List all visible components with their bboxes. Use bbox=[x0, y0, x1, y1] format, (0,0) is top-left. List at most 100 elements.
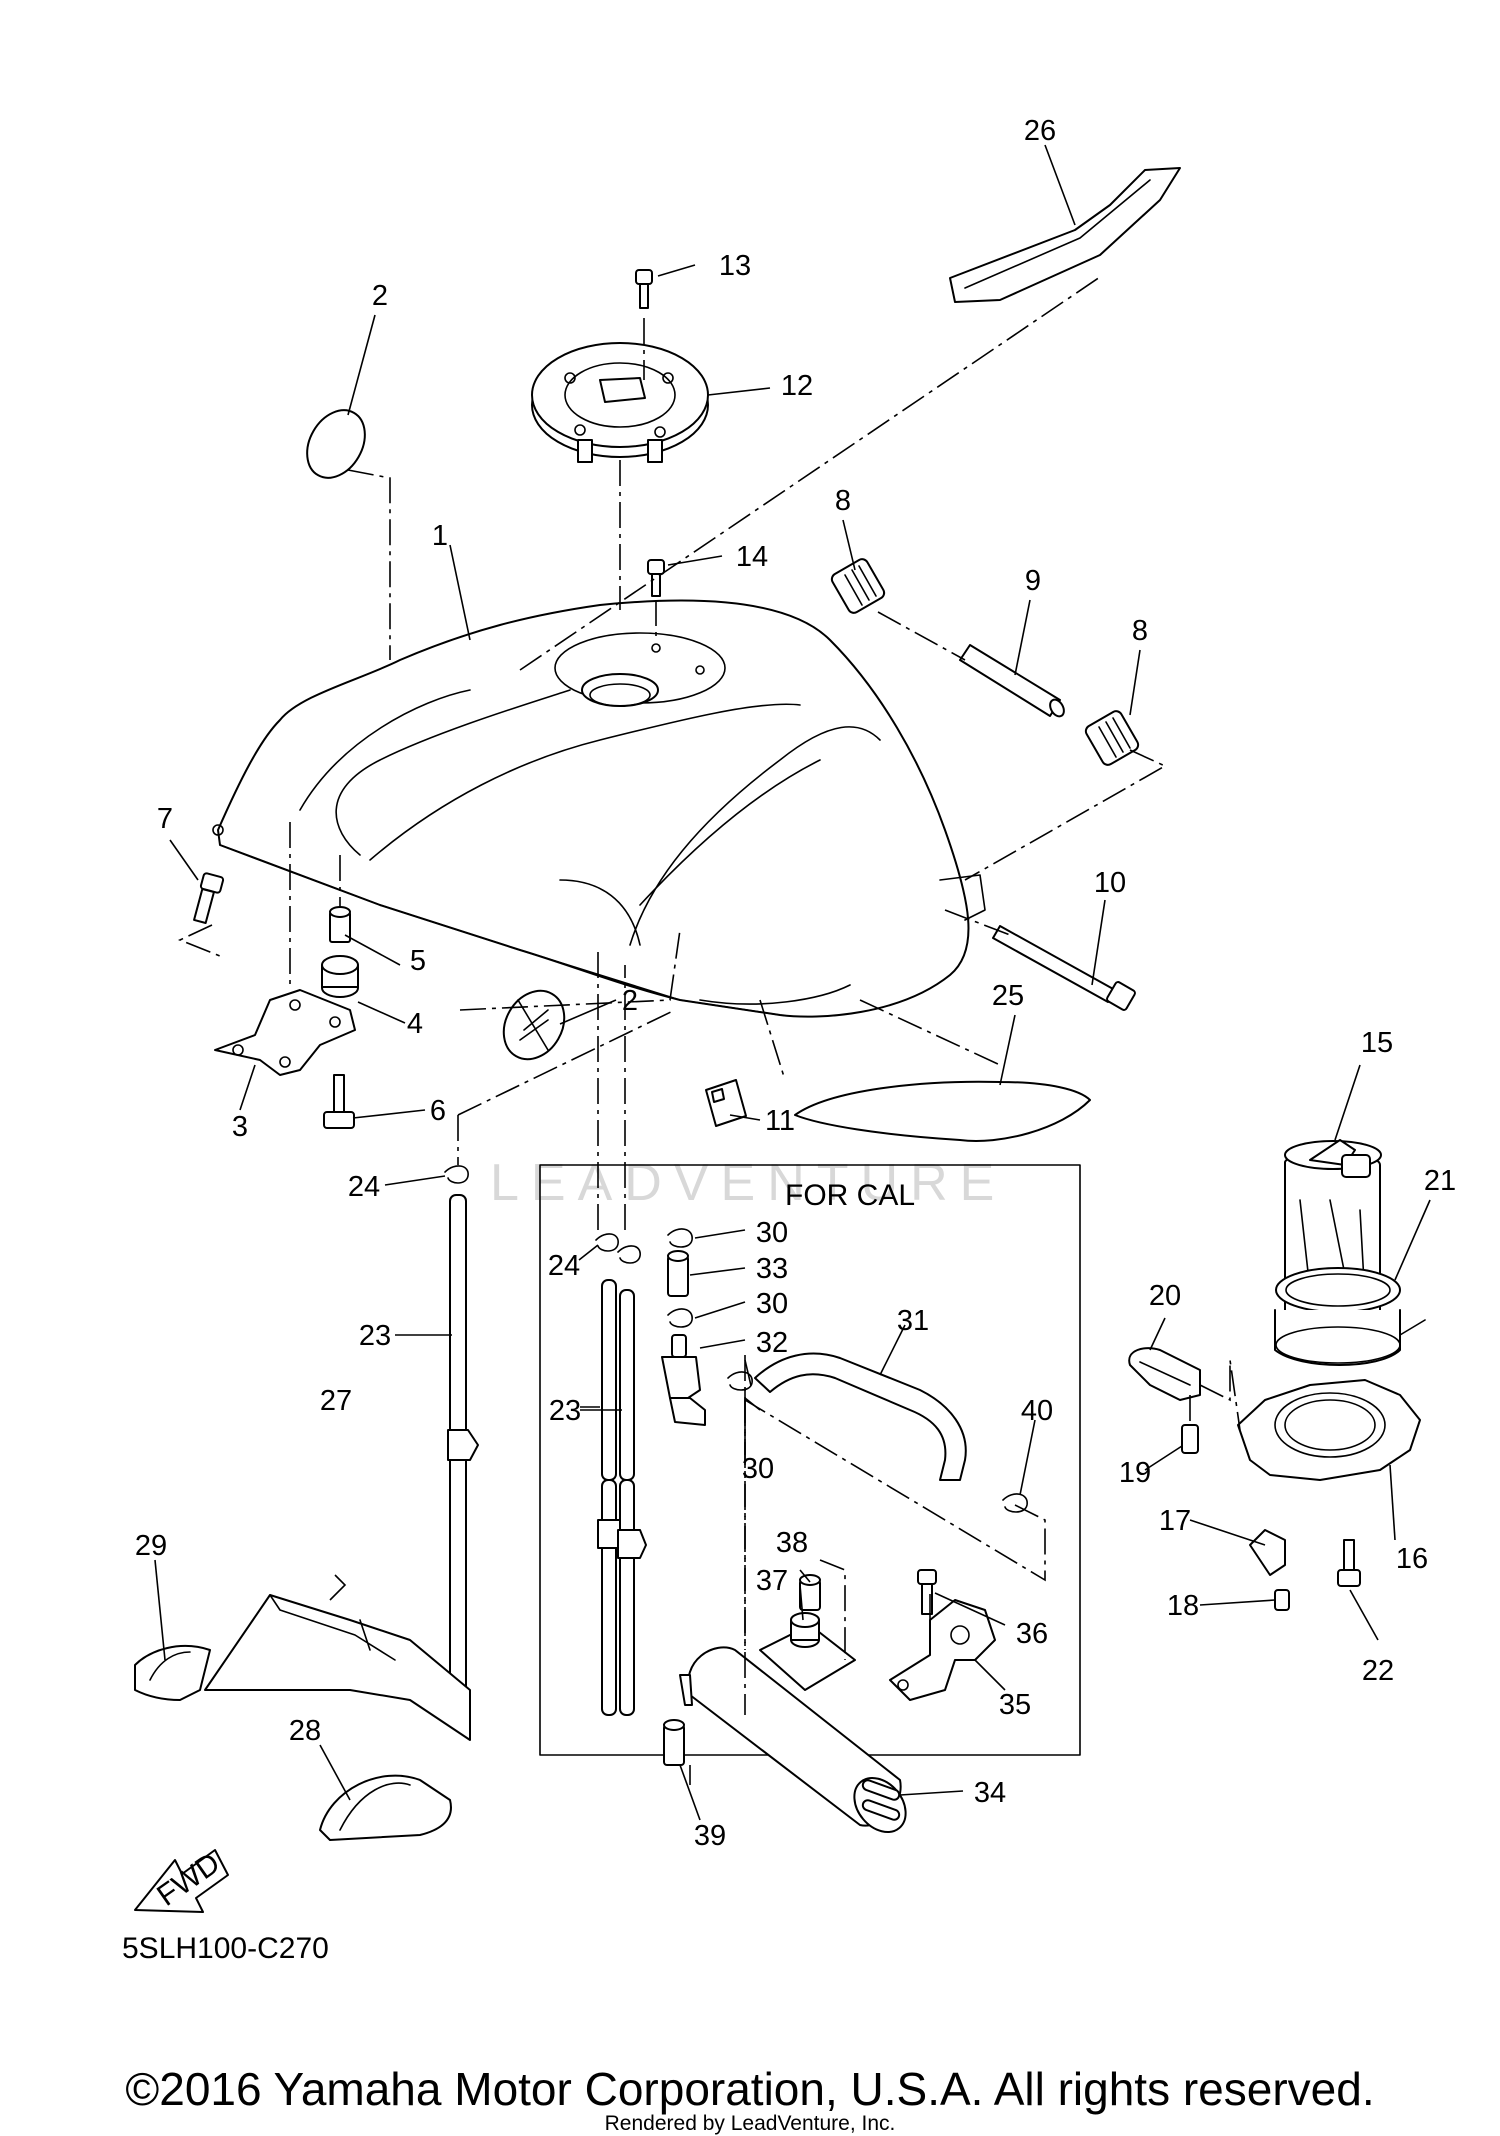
part-26-seal-strip[interactable] bbox=[949, 167, 1181, 303]
callout[interactable]: 22 bbox=[1362, 1655, 1394, 1687]
part-23-hose-inset-b[interactable] bbox=[617, 1289, 647, 1716]
callout[interactable]: 8 bbox=[1132, 615, 1148, 647]
callout[interactable]: 23 bbox=[359, 1320, 391, 1352]
part-34-canister[interactable] bbox=[679, 1624, 916, 1842]
copyright-text: ©2016 Yamaha Motor Corporation, U.S.A. A… bbox=[125, 2063, 1375, 2115]
callout[interactable]: 15 bbox=[1361, 1027, 1393, 1059]
part-30-clamp-c[interactable] bbox=[727, 1371, 753, 1391]
part-40-clamp[interactable] bbox=[1002, 1493, 1028, 1513]
part-8-damper-lower[interactable] bbox=[1084, 709, 1141, 767]
callout[interactable]: 24 bbox=[548, 1250, 580, 1282]
callout[interactable]: 19 bbox=[1119, 1457, 1151, 1489]
part-30-clamp-b[interactable] bbox=[667, 1308, 693, 1328]
callout[interactable]: 16 bbox=[1396, 1543, 1428, 1575]
callout[interactable]: 40 bbox=[1021, 1395, 1053, 1427]
callout[interactable]: 33 bbox=[756, 1253, 788, 1285]
part-8-damper-upper[interactable] bbox=[830, 557, 887, 615]
part-27-cover[interactable] bbox=[204, 1594, 471, 1741]
callout[interactable]: 13 bbox=[719, 250, 751, 282]
callout[interactable]: 38 bbox=[776, 1527, 808, 1559]
part-21-gasket[interactable] bbox=[1274, 1267, 1426, 1366]
callout[interactable]: 3 bbox=[232, 1111, 248, 1143]
for-cal-title: FOR CAL bbox=[785, 1179, 915, 1212]
part-10-bolt[interactable] bbox=[992, 925, 1136, 1011]
part-13-screw[interactable] bbox=[635, 269, 653, 309]
part-38-collar[interactable] bbox=[799, 1574, 821, 1611]
part-29-pad[interactable] bbox=[134, 1644, 211, 1701]
part-37-damper[interactable] bbox=[790, 1612, 820, 1648]
part-22-screw[interactable] bbox=[1337, 1539, 1361, 1587]
part-2-cap-top[interactable] bbox=[295, 400, 376, 488]
callout[interactable]: 12 bbox=[781, 370, 813, 402]
assembly-lines bbox=[177, 276, 1241, 1785]
callout[interactable]: 32 bbox=[756, 1327, 788, 1359]
part-16-plate[interactable] bbox=[1237, 1379, 1421, 1481]
callout[interactable]: 20 bbox=[1149, 1280, 1181, 1312]
callout[interactable]: 36 bbox=[1016, 1618, 1048, 1650]
callout[interactable]: 31 bbox=[897, 1305, 929, 1337]
part-33-hose[interactable] bbox=[667, 1250, 689, 1297]
callout[interactable]: 1 bbox=[432, 520, 448, 552]
callout[interactable]: 30 bbox=[756, 1288, 788, 1320]
fwd-arrow-icon: FWD bbox=[134, 1846, 229, 1913]
callout[interactable]: 10 bbox=[1094, 867, 1126, 899]
part-25-side-cover[interactable] bbox=[794, 1080, 1091, 1142]
part-4-damper[interactable] bbox=[321, 955, 359, 998]
callout[interactable]: 25 bbox=[992, 980, 1024, 1012]
callout[interactable]: 6 bbox=[430, 1095, 446, 1127]
part-3-bracket[interactable] bbox=[214, 989, 356, 1076]
part-32-joint[interactable] bbox=[661, 1334, 706, 1426]
part-24-clip-inset[interactable] bbox=[595, 1233, 641, 1264]
part-5-collar[interactable] bbox=[329, 906, 351, 943]
callout[interactable]: 8 bbox=[835, 485, 851, 517]
callout[interactable]: 14 bbox=[736, 541, 768, 573]
watermark-text: LEADVENTURE bbox=[490, 1154, 1006, 1212]
callout[interactable]: 2 bbox=[372, 280, 388, 312]
part-19-screw[interactable] bbox=[1181, 1424, 1199, 1454]
part-31-hose[interactable] bbox=[754, 1352, 967, 1481]
callout[interactable]: 24 bbox=[348, 1171, 380, 1203]
part-24-clip-left[interactable] bbox=[444, 1165, 469, 1184]
part-14-screw[interactable] bbox=[647, 559, 665, 597]
part-36-screw[interactable] bbox=[917, 1569, 937, 1615]
rendered-by-text: Rendered by LeadVenture, Inc. bbox=[604, 2112, 896, 2135]
callout[interactable]: 26 bbox=[1024, 115, 1056, 147]
callout[interactable]: 34 bbox=[974, 1777, 1006, 1809]
callouts: 1 2 2 3 4 5 6 7 8 8 9 10 11 12 13 14 15 … bbox=[135, 115, 1456, 1852]
part-12-fuel-cap[interactable] bbox=[531, 342, 709, 463]
callout[interactable]: 39 bbox=[694, 1820, 726, 1852]
callout[interactable]: 17 bbox=[1159, 1505, 1191, 1537]
callout[interactable]: 30 bbox=[742, 1453, 774, 1485]
part-28-pad[interactable] bbox=[319, 1774, 452, 1841]
callout[interactable]: 29 bbox=[135, 1530, 167, 1562]
callout[interactable]: 9 bbox=[1025, 565, 1041, 597]
part-30-clamp-a[interactable] bbox=[667, 1228, 693, 1248]
part-2-grille-cap[interactable] bbox=[492, 980, 576, 1070]
callout[interactable]: 23 bbox=[549, 1395, 581, 1427]
leader-lines bbox=[154, 144, 1431, 1821]
part-9-collar[interactable] bbox=[959, 644, 1067, 719]
callout[interactable]: 21 bbox=[1424, 1165, 1456, 1197]
part-11-connector[interactable] bbox=[705, 1079, 747, 1127]
part-18-screw[interactable] bbox=[1274, 1589, 1290, 1611]
callout[interactable]: 11 bbox=[765, 1105, 795, 1137]
callout[interactable]: 7 bbox=[157, 803, 173, 835]
callout[interactable]: 5 bbox=[410, 945, 426, 977]
callout[interactable]: 4 bbox=[407, 1008, 423, 1040]
callout[interactable]: 27 bbox=[320, 1385, 352, 1417]
callout[interactable]: 30 bbox=[756, 1217, 788, 1249]
callout[interactable]: 35 bbox=[999, 1689, 1031, 1721]
callout[interactable]: 28 bbox=[289, 1715, 321, 1747]
part-7-bolt[interactable] bbox=[193, 872, 225, 925]
part-1-fuel-tank[interactable] bbox=[212, 599, 986, 1018]
part-6-bolt[interactable] bbox=[323, 1074, 355, 1129]
callout[interactable]: 18 bbox=[1167, 1590, 1199, 1622]
part-39-hose[interactable] bbox=[663, 1719, 685, 1766]
callout[interactable]: 2 bbox=[622, 985, 638, 1017]
part-20-holder[interactable] bbox=[1128, 1347, 1201, 1401]
part-17-clip[interactable] bbox=[1249, 1529, 1286, 1576]
part-23-hose-left[interactable] bbox=[447, 1194, 479, 1719]
part-35-bracket[interactable] bbox=[889, 1599, 996, 1701]
callout[interactable]: 37 bbox=[756, 1565, 788, 1597]
